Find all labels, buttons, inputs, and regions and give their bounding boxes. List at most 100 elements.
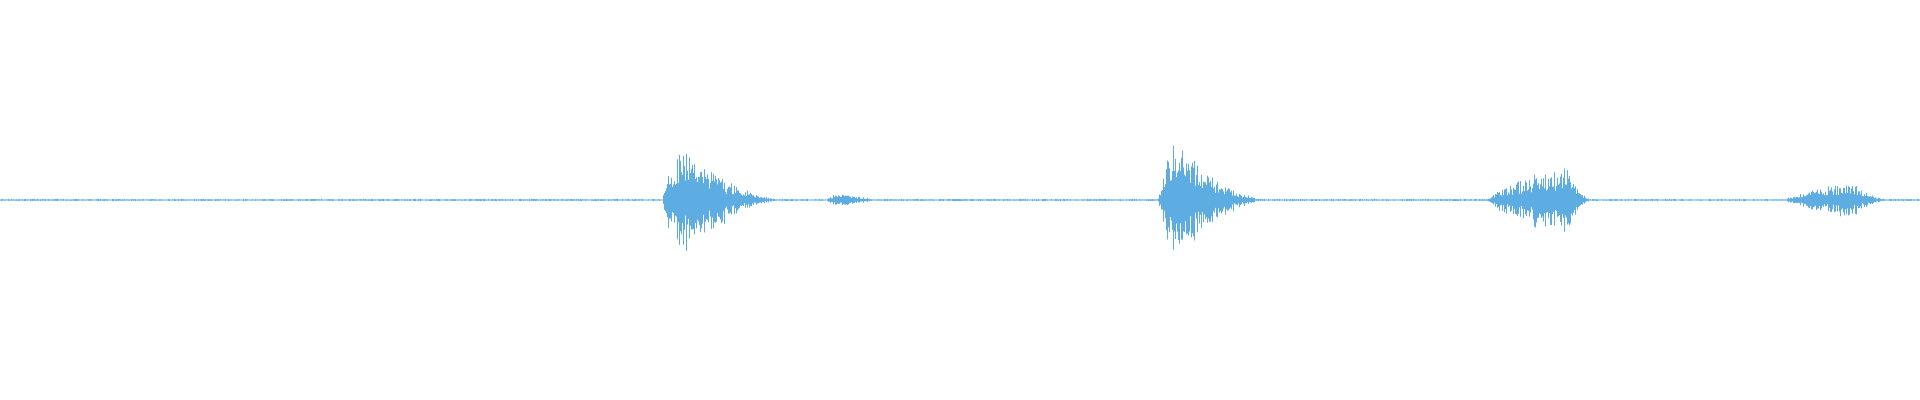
waveform-sample — [538, 199, 539, 201]
waveform-sample — [517, 199, 518, 201]
waveform-sample — [1646, 199, 1647, 201]
waveform-sample — [554, 199, 555, 201]
waveform-sample — [121, 199, 122, 201]
waveform-sample — [1894, 199, 1895, 201]
waveform-sample — [341, 199, 342, 201]
waveform-sample — [564, 199, 565, 201]
waveform-sample — [52, 199, 53, 201]
waveform-sample — [655, 199, 656, 201]
waveform-sample — [734, 185, 735, 215]
waveform-sample — [546, 199, 547, 201]
waveform-sample — [1277, 199, 1278, 201]
waveform-sample — [1699, 199, 1700, 201]
waveform-sample — [1813, 191, 1814, 208]
waveform-sample — [11, 198, 12, 201]
waveform-sample — [881, 199, 882, 201]
waveform-sample — [1508, 192, 1509, 207]
waveform-sample — [133, 199, 134, 201]
waveform-sample — [180, 199, 181, 201]
waveform-sample — [51, 199, 52, 201]
waveform-sample — [1200, 186, 1201, 215]
waveform-sample — [566, 199, 567, 201]
waveform-sample — [1869, 196, 1870, 204]
waveform-sample — [732, 194, 733, 207]
waveform-sample — [1762, 199, 1763, 201]
waveform-sample — [877, 199, 878, 201]
waveform-sample — [1912, 199, 1913, 201]
waveform-sample — [1306, 199, 1307, 201]
waveform-sample — [1023, 199, 1024, 201]
waveform-sample — [1713, 199, 1714, 201]
waveform-sample — [1042, 199, 1043, 202]
waveform-sample — [1895, 198, 1896, 202]
waveform-sample — [904, 199, 905, 201]
waveform-sample — [526, 199, 527, 201]
waveform-sample — [1696, 199, 1697, 201]
waveform-sample — [882, 199, 883, 201]
waveform-sample — [256, 199, 257, 201]
waveform-sample — [1040, 199, 1041, 201]
waveform-sample — [1518, 181, 1519, 214]
waveform-sample — [513, 199, 514, 201]
waveform-sample — [1469, 199, 1470, 201]
waveform-sample — [1367, 199, 1368, 201]
waveform-sample — [1906, 198, 1907, 201]
waveform-sample — [1865, 195, 1866, 206]
waveform-sample — [979, 199, 980, 201]
waveform-sample — [1353, 199, 1354, 201]
waveform-sample — [271, 199, 272, 201]
waveform-sample — [1698, 199, 1699, 201]
waveform-sample — [1558, 184, 1559, 216]
waveform-sample — [1549, 186, 1550, 213]
waveform-sample — [1191, 166, 1192, 238]
waveform-sample — [1341, 199, 1342, 201]
waveform-sample — [1619, 199, 1620, 201]
waveform-sample — [393, 199, 394, 201]
waveform-sample — [30, 199, 31, 201]
waveform-sample — [33, 199, 34, 201]
waveform-sample — [890, 199, 891, 201]
waveform-sample — [222, 199, 223, 201]
waveform-sample — [1368, 199, 1369, 201]
waveform-sample — [213, 199, 214, 201]
waveform-sample — [520, 199, 521, 201]
waveform-sample — [437, 199, 438, 201]
waveform-sample — [640, 199, 641, 201]
waveform-sample — [1151, 199, 1152, 201]
waveform-sample — [765, 198, 766, 202]
waveform-sample — [578, 199, 579, 201]
waveform-sample — [1109, 199, 1110, 201]
waveform-sample — [1648, 199, 1649, 201]
waveform-sample — [1832, 191, 1833, 210]
waveform-sample — [1631, 199, 1632, 201]
waveform-sample — [302, 199, 303, 201]
waveform-sample — [573, 199, 574, 201]
waveform-sample — [1407, 199, 1408, 201]
waveform-sample — [1617, 199, 1618, 201]
waveform-sample — [1393, 199, 1394, 201]
waveform-sample — [417, 199, 418, 201]
waveform-sample — [387, 199, 388, 201]
waveform-sample — [1234, 195, 1235, 204]
waveform-sample — [1244, 194, 1245, 206]
waveform-sample — [1857, 194, 1858, 206]
waveform-sample — [787, 199, 788, 201]
waveform-sample — [1273, 199, 1274, 201]
waveform-sample — [815, 199, 816, 201]
waveform-sample — [551, 199, 552, 201]
waveform-sample — [791, 199, 792, 202]
waveform-sample — [1208, 177, 1209, 219]
waveform-sample — [1290, 199, 1291, 201]
waveform-sample — [209, 199, 210, 201]
waveform-sample — [1527, 190, 1528, 211]
waveform-sample — [1716, 199, 1717, 201]
waveform-sample — [627, 199, 628, 201]
waveform-sample — [1095, 199, 1096, 201]
waveform-sample — [767, 198, 768, 202]
waveform-sample — [224, 199, 225, 201]
waveform-sample — [521, 199, 522, 201]
waveform-sample — [142, 199, 143, 201]
waveform-sample — [1829, 190, 1830, 208]
